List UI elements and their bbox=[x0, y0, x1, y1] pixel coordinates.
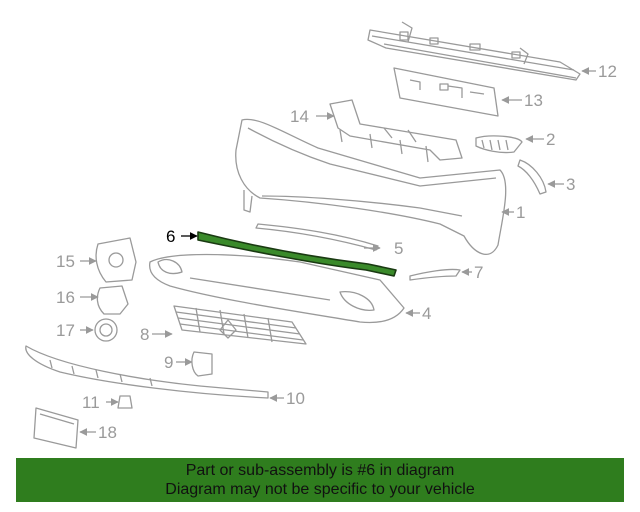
part-8-lower-grille bbox=[173, 305, 307, 345]
leader-lines bbox=[79, 67, 596, 436]
part-4-lower-fascia bbox=[148, 253, 405, 324]
part-3-bezel bbox=[517, 159, 547, 195]
part-1-bumper-cover bbox=[235, 118, 507, 256]
callout-5: 5 bbox=[394, 239, 403, 258]
part-7-molding bbox=[409, 268, 461, 281]
callout-14: 14 bbox=[290, 107, 309, 126]
callout-4: 4 bbox=[422, 304, 431, 323]
callout-12: 12 bbox=[598, 62, 617, 81]
part-6-highlighted-reinforcement[interactable] bbox=[181, 231, 397, 277]
part-2-grille-insert bbox=[475, 135, 523, 154]
callout-6[interactable]: 6 bbox=[166, 227, 175, 246]
part-12-reinforcement-beam bbox=[367, 21, 581, 81]
callout-1: 1 bbox=[516, 203, 525, 222]
callout-2: 2 bbox=[546, 130, 555, 149]
part-13-energy-absorber bbox=[393, 67, 499, 117]
part-15-fog-bezel bbox=[95, 237, 137, 283]
callout-17: 17 bbox=[56, 321, 75, 340]
part-16-ring bbox=[96, 285, 129, 315]
callout-3: 3 bbox=[566, 175, 575, 194]
callout-8: 8 bbox=[140, 325, 149, 344]
callout-10: 10 bbox=[286, 389, 305, 408]
part-18-plate-bracket bbox=[33, 407, 79, 449]
callout-9: 9 bbox=[164, 353, 173, 372]
part-14-bumper-bracket bbox=[329, 99, 463, 163]
part-9-cover bbox=[191, 351, 213, 377]
part-11-clip bbox=[117, 395, 133, 409]
callout-13: 13 bbox=[524, 91, 543, 110]
callout-16: 16 bbox=[56, 288, 75, 307]
part-10-lower-valance bbox=[25, 345, 269, 399]
banner-line-part-number: Part or sub-assembly is #6 in diagram bbox=[185, 462, 455, 479]
info-banner: Part or sub-assembly is #6 in diagram Di… bbox=[16, 458, 624, 502]
banner-line-disclaimer: Diagram may not be specific to your vehi… bbox=[165, 481, 475, 498]
callout-11: 11 bbox=[82, 393, 100, 412]
part-17-cap bbox=[94, 318, 118, 342]
callout-18: 18 bbox=[98, 423, 117, 442]
callout-15: 15 bbox=[56, 252, 75, 271]
callout-7: 7 bbox=[474, 263, 483, 282]
part-5-trim-strip bbox=[255, 223, 379, 251]
parts-diagram: 12 13 14 2 3 1 5 7 4 15 16 17 8 9 10 11 … bbox=[25, 21, 617, 449]
